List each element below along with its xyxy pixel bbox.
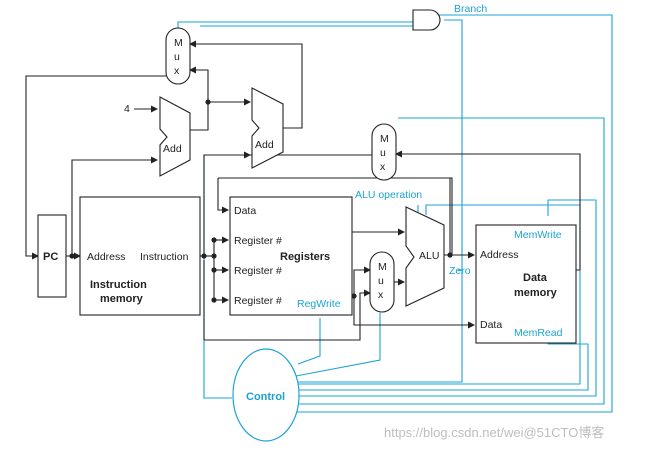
top-mux xyxy=(165,27,191,85)
dm-title-line2: memory xyxy=(514,287,558,299)
junction-dots xyxy=(69,99,453,303)
control-label: Control xyxy=(246,391,285,403)
dm-address-label: Address xyxy=(480,249,519,261)
alu-label: ALU xyxy=(419,250,439,262)
register-file xyxy=(229,196,353,316)
registers-title: Registers xyxy=(280,251,330,263)
data-memory xyxy=(475,224,577,344)
and-gate xyxy=(412,9,441,31)
zero-label: Zero xyxy=(449,265,471,277)
dm-title-line1: Data xyxy=(523,272,548,284)
branch-label: Branch xyxy=(454,3,487,15)
reg-number-label-2: Register # xyxy=(234,265,282,277)
top-mux-letter-m: M xyxy=(174,37,183,49)
reg-number-label-1: Register # xyxy=(234,235,282,247)
writeback-mux-letter-x: x xyxy=(380,161,386,173)
memread-label: MemRead xyxy=(514,327,563,339)
adder-pc-plus-4-label: Add xyxy=(163,143,182,155)
watermark: https://blog.csdn.net/wei@51CTO博客 xyxy=(384,425,604,440)
alu-operation-label: ALU operation xyxy=(355,189,422,201)
alu-src-mux-letter-x: x xyxy=(378,289,384,301)
adder-pc-plus-4 xyxy=(159,96,191,177)
im-title-line1: Instruction xyxy=(90,279,147,291)
instruction-memory xyxy=(79,196,201,316)
reg-number-label-3: Register # xyxy=(234,295,282,307)
writeback-mux-letter-m: M xyxy=(380,133,389,145)
alu-src-mux-letter-u: u xyxy=(378,275,384,287)
im-title-line2: memory xyxy=(100,293,144,305)
writeback-mux-letter-u: u xyxy=(380,147,386,159)
alu-src-mux-letter-m: M xyxy=(378,261,387,273)
pc-register xyxy=(37,214,67,298)
control-lines xyxy=(177,14,613,413)
dm-data-label: Data xyxy=(480,319,502,331)
pc-label: PC xyxy=(43,251,58,263)
im-instruction-label: Instruction xyxy=(140,251,189,263)
im-address-label: Address xyxy=(87,251,126,263)
control-unit xyxy=(232,348,300,442)
writeback-mux xyxy=(371,123,397,181)
adder-branch-target xyxy=(251,87,284,169)
const-four-label: 4 xyxy=(124,103,130,115)
alu-src-mux xyxy=(369,251,395,313)
reg-data-label: Data xyxy=(234,205,256,217)
memwrite-label: MemWrite xyxy=(514,229,562,241)
adder-branch-target-label: Add xyxy=(255,139,274,151)
top-mux-letter-x: x xyxy=(174,65,180,77)
top-mux-letter-u: u xyxy=(174,51,180,63)
regwrite-label: RegWrite xyxy=(297,298,341,310)
alu xyxy=(405,206,445,307)
